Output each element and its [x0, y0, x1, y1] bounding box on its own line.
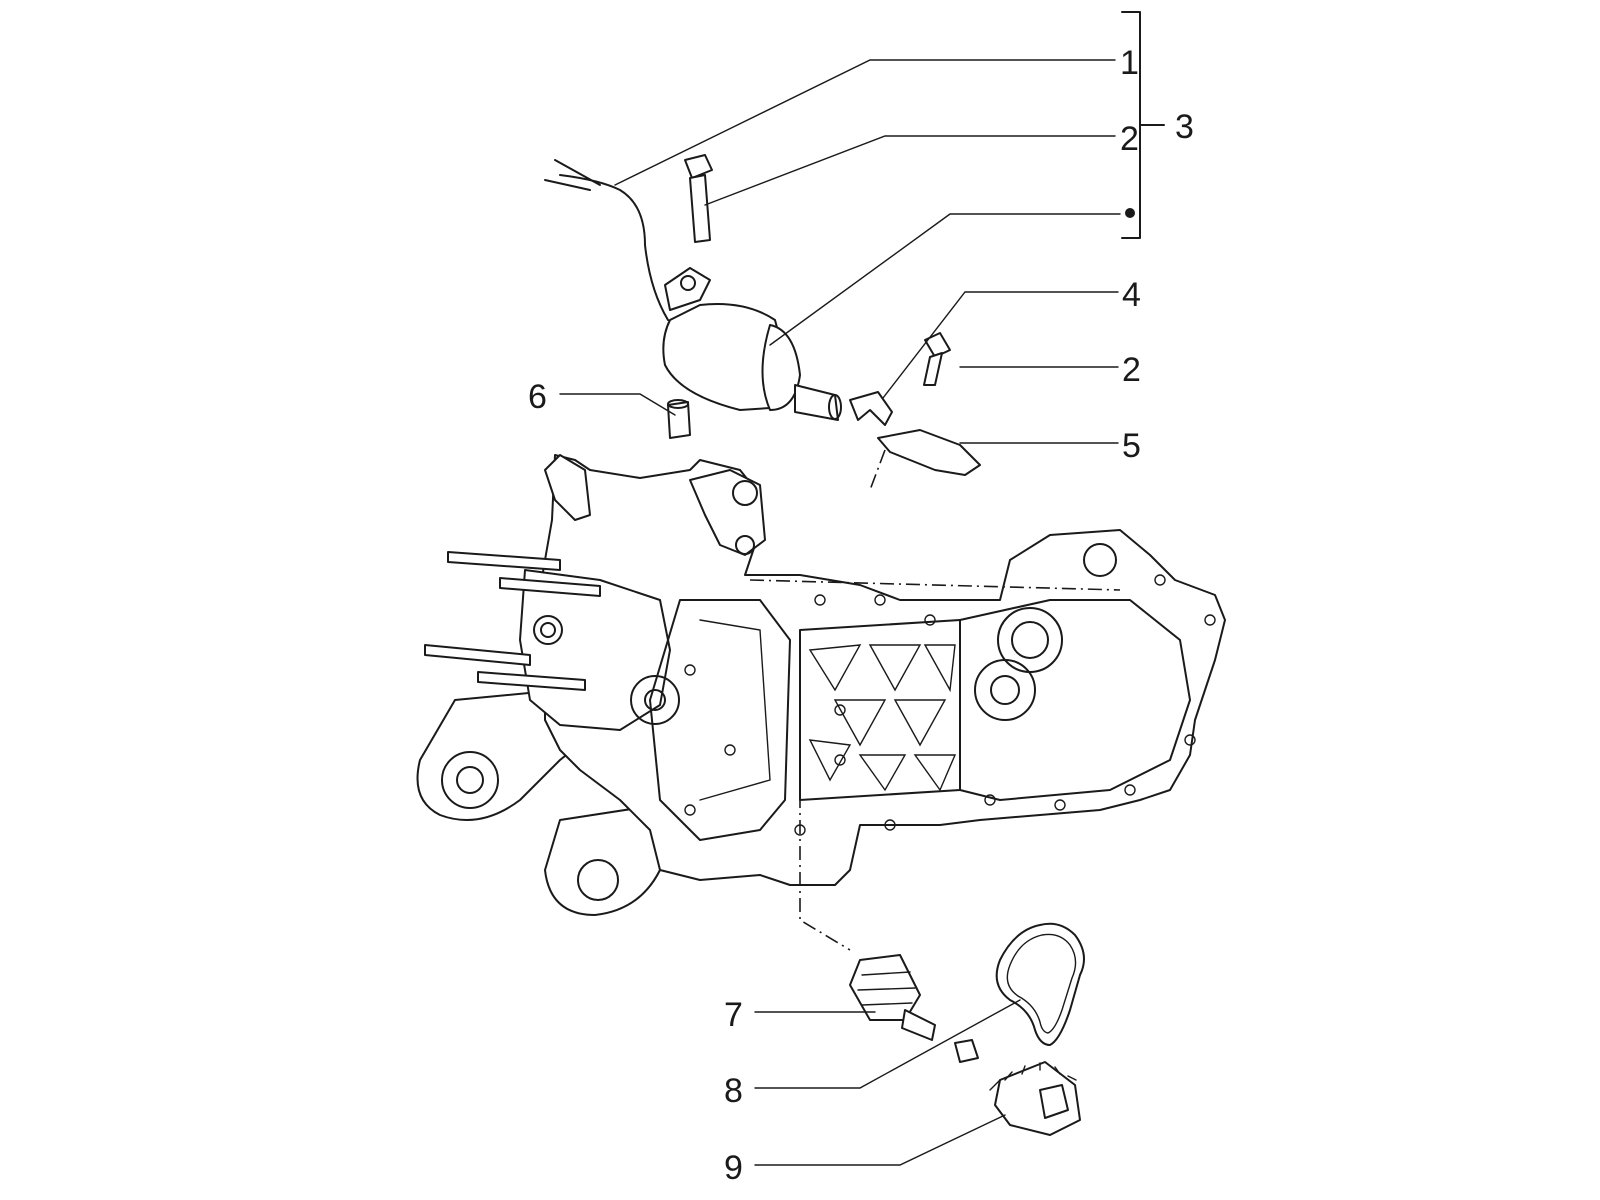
assembly-axis-line	[749, 579, 1121, 591]
mount-bore-inner	[540, 622, 556, 638]
driven-gear	[989, 1061, 1081, 1136]
leader-lines	[559, 11, 1165, 1166]
side-port	[630, 675, 680, 725]
gasket	[995, 922, 1085, 1046]
dowel-pin	[667, 399, 691, 439]
callout-1: 1	[1120, 44, 1139, 82]
starter-shaft	[794, 384, 839, 421]
upper-boss	[689, 469, 766, 556]
starter-motor	[544, 159, 842, 421]
starter-pinion	[849, 954, 936, 1041]
upper-shaft-boss	[1083, 543, 1117, 577]
starter-wire	[559, 174, 669, 321]
callout-4: 4	[1122, 276, 1141, 314]
cylinder-studs	[424, 551, 601, 691]
boss-hole	[732, 480, 758, 506]
bushing	[954, 1039, 979, 1063]
wire-lead-a	[554, 159, 601, 186]
flywheel-rib	[699, 619, 771, 801]
wire-lead-b	[544, 179, 591, 191]
shaft-boss-inner	[990, 675, 1020, 705]
crankcase	[416, 454, 1226, 916]
callout-2-lower: 2	[1122, 351, 1141, 389]
mount-ear-hole	[680, 275, 696, 291]
starter-bolt-upper	[684, 154, 713, 243]
transmission-cover-outline	[959, 599, 1191, 801]
callout-2-upper: 2	[1120, 120, 1139, 158]
lug-hole-inner	[456, 766, 484, 794]
flywheel-side-outline	[649, 599, 791, 841]
starter-endcap	[761, 324, 801, 411]
shaft-tip	[828, 394, 842, 420]
clamp-axis-line	[869, 449, 886, 491]
callout-9: 9	[724, 1149, 743, 1187]
gasket-inner	[1006, 933, 1077, 1034]
clamp-bolt	[923, 332, 951, 386]
assembly-bullet-marker	[1125, 208, 1135, 218]
callout-7: 7	[724, 996, 743, 1034]
bearing-seat-inner	[1011, 621, 1049, 659]
lug-hole-outer	[441, 751, 499, 809]
upper-bracket	[544, 454, 591, 521]
mount-bore	[533, 615, 563, 645]
callout-6: 6	[528, 378, 547, 416]
callout-3: 3	[1175, 108, 1194, 146]
perimeter-bolt-holes	[684, 574, 1216, 836]
shaft-boss-outer	[974, 659, 1036, 721]
callout-8: 8	[724, 1072, 743, 1110]
pinion-axis-line	[799, 690, 851, 951]
callout-5: 5	[1122, 427, 1141, 465]
foot-hole	[577, 859, 619, 901]
side-port-inner	[644, 689, 666, 711]
clip-washer	[849, 391, 893, 426]
clamp-bracket	[877, 429, 981, 476]
boss-hole-lower	[735, 535, 755, 555]
